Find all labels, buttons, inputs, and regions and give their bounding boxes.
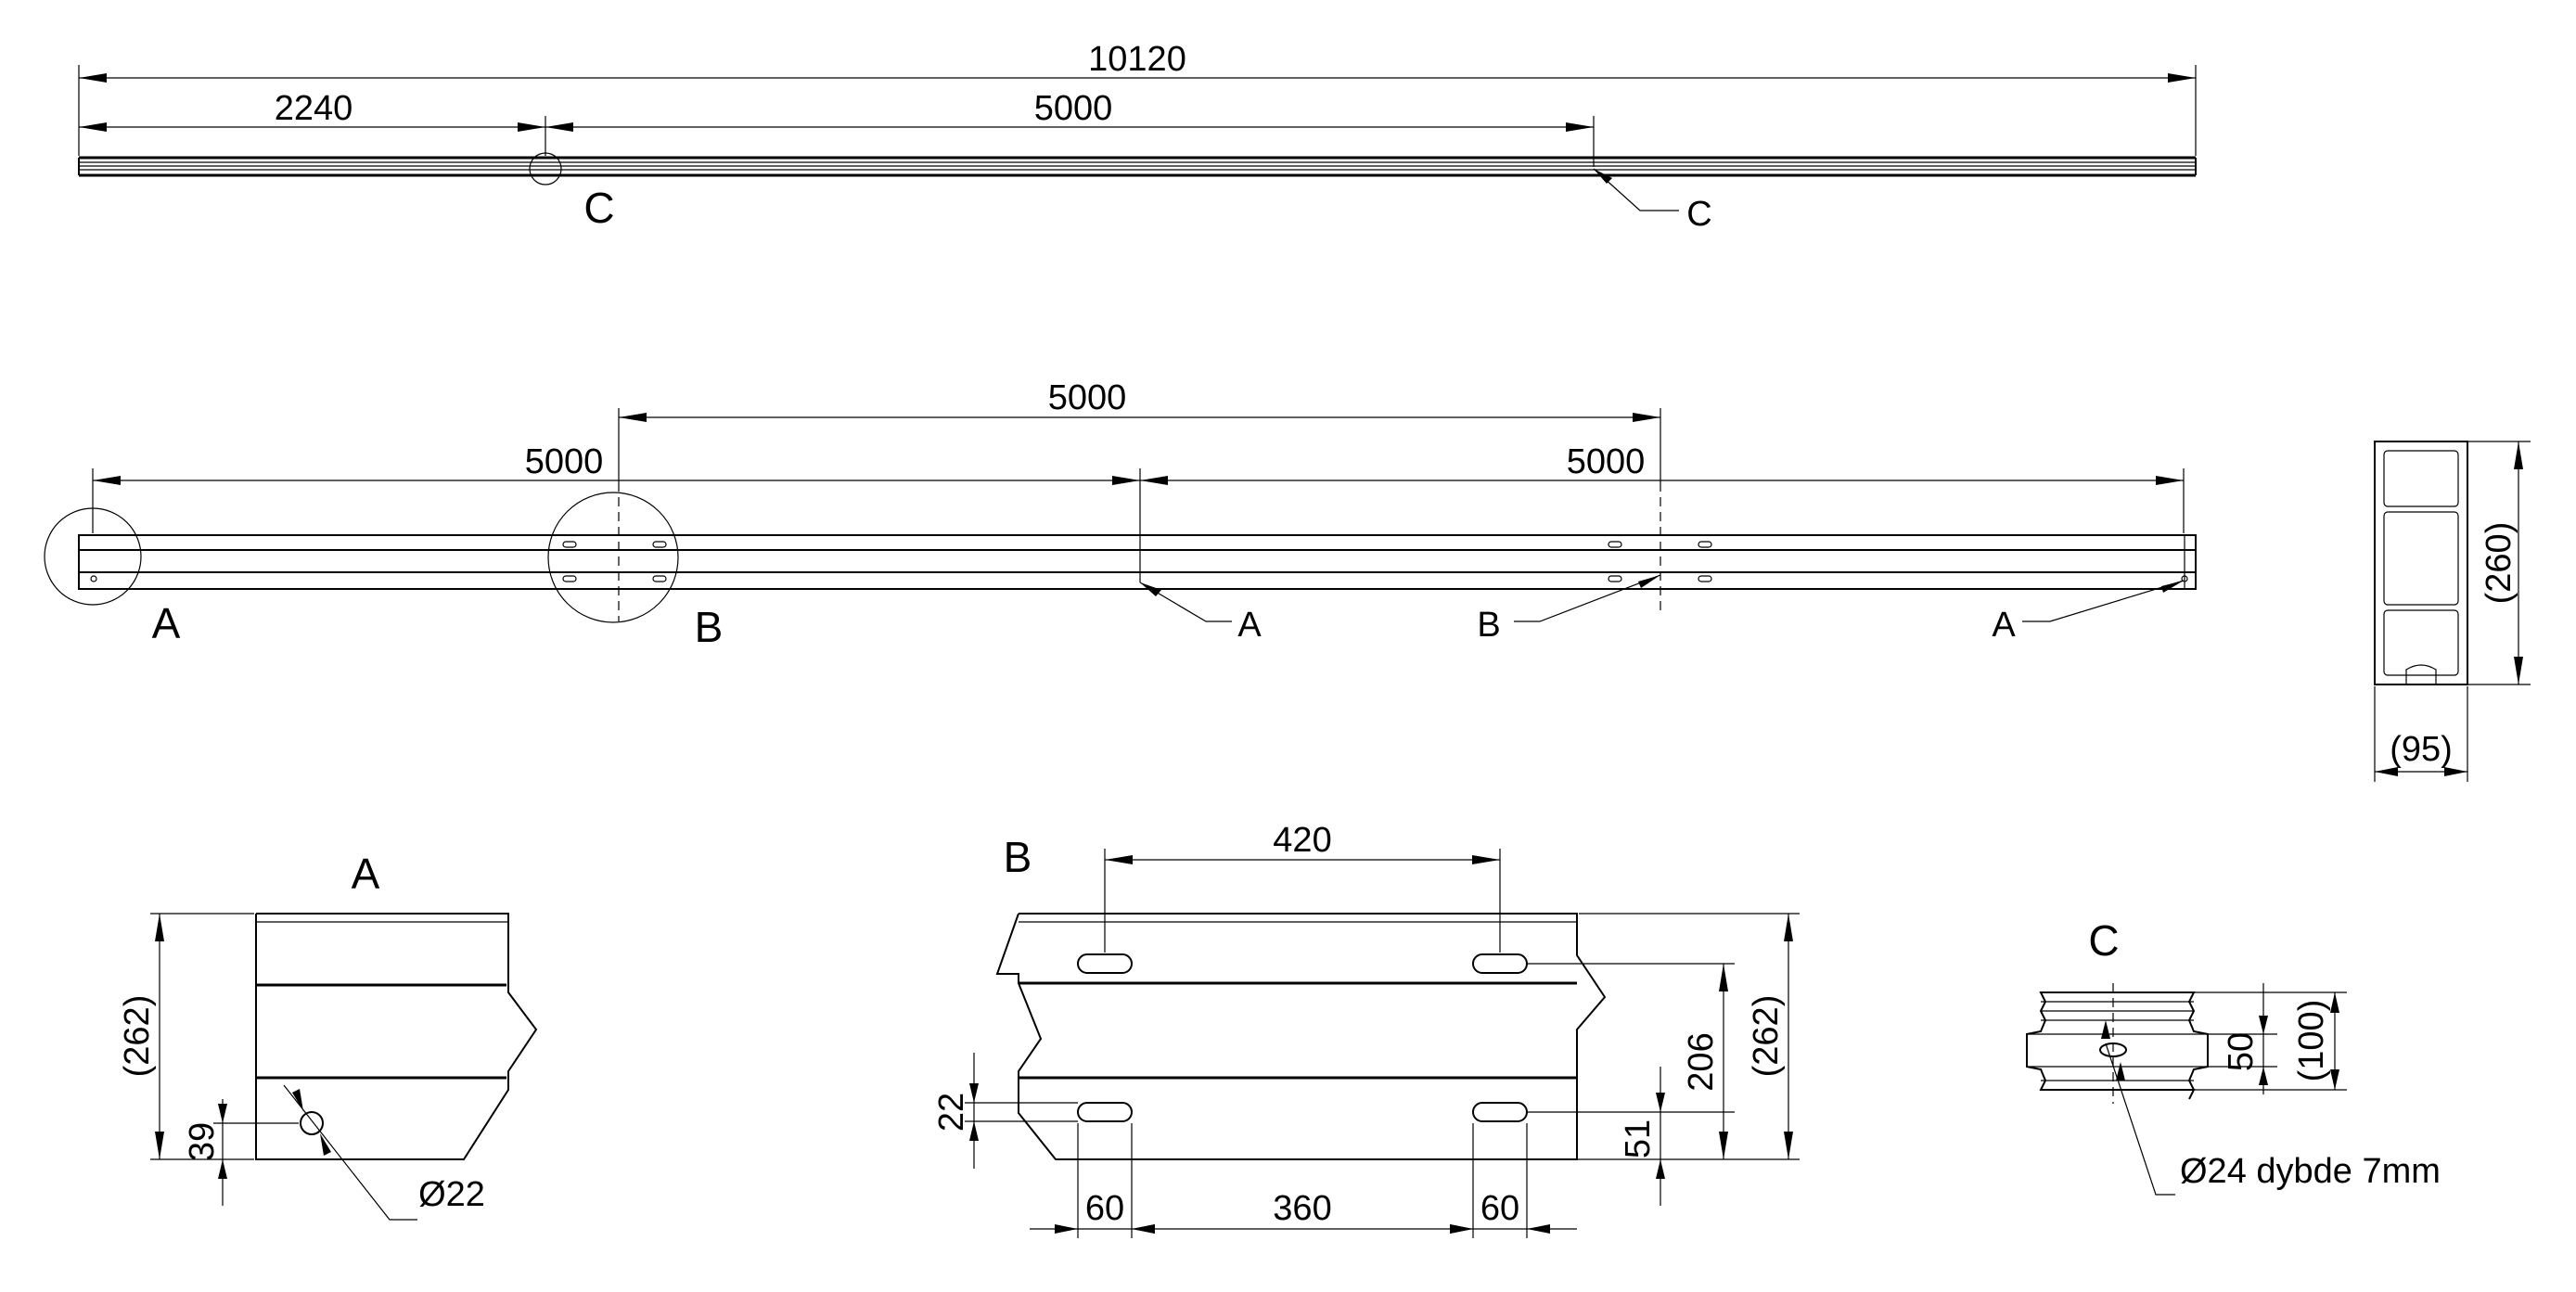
- dim-side-left-text: 5000: [525, 442, 604, 481]
- leader-b: [1514, 574, 1661, 622]
- dim-overall-length: 10120: [79, 40, 2196, 83]
- dim-detail-b-slot-small: 22: [932, 1053, 979, 1169]
- dim-detail-b-slot-len-left: 60: [1085, 1189, 1124, 1228]
- dim-detail-b-slot-height: 206: [1682, 964, 1728, 1159]
- dim-detail-a-hole-pos: 39: [183, 1099, 227, 1206]
- detail-label-b: B: [695, 603, 724, 651]
- dim-side-upper: 5000: [619, 378, 1660, 422]
- dim-side-right: 5000: [1140, 442, 2184, 485]
- dim-detail-b-slot-gap: 360: [1273, 1189, 1331, 1228]
- dim-side-right-text: 5000: [1567, 442, 1646, 481]
- dim-detail-a-height-text: (262): [118, 995, 157, 1078]
- dim-detail-c-inner-text: 50: [2222, 1032, 2261, 1071]
- side-view: A B 5000 5000 5000: [44, 378, 2197, 651]
- dim-detail-c-outer-text: (100): [2292, 1000, 2331, 1082]
- dim-detail-c-inner: 50: [2222, 983, 2268, 1094]
- dim-spacing-text: 5000: [1034, 89, 1113, 128]
- detail-label-c: C: [583, 184, 614, 232]
- detail-c-hole: [2099, 1043, 2127, 1057]
- dim-detail-b-bottom-row: 60 360 60: [1030, 1189, 1577, 1234]
- dim-side-upper-text: 5000: [1048, 378, 1127, 417]
- detail-circle-c: [529, 152, 562, 185]
- dim-side-left: 5000: [93, 442, 1140, 485]
- dim-detail-b-slot-spacing-text: 420: [1273, 821, 1331, 860]
- dim-detail-b-slot-height-text: 206: [1682, 1032, 1721, 1091]
- dim-detail-c-hole-text: Ø24 dybde 7mm: [2180, 1152, 2441, 1191]
- dim-detail-b-bottom: 51: [1619, 1067, 1665, 1206]
- detail-b-slots: [1077, 953, 1528, 1122]
- leader-a-mid: [1139, 582, 1232, 622]
- dim-detail-b-slot-spacing: 420: [1105, 821, 1500, 864]
- dim-spacing: 5000: [545, 89, 1594, 132]
- detail-label-a: A: [152, 599, 181, 647]
- detail-a-title: A: [352, 850, 380, 898]
- leader-c-text: C: [1686, 195, 1711, 234]
- dim-detail-a-hole-text: Ø22: [418, 1175, 485, 1214]
- dim-detail-a-hole-pos-text: 39: [183, 1122, 222, 1161]
- leader-a-end: [2022, 580, 2185, 622]
- dim-detail-b-bottom-text: 51: [1619, 1119, 1658, 1158]
- top-view: 10120 2240 5000 C C: [78, 40, 2197, 234]
- dim-section-width: (95): [2375, 730, 2467, 776]
- leader-b-text: B: [1477, 606, 1500, 645]
- dim-detail-b-slot-small-text: 22: [932, 1093, 971, 1132]
- dim-detail-a-height: (262): [118, 914, 164, 1159]
- dim-overall-text: 10120: [1088, 40, 1186, 79]
- leader-detail-c-hole: [2105, 1043, 2175, 1196]
- detail-b: B 420: [932, 821, 1800, 1238]
- detail-c-title: C: [2088, 916, 2119, 965]
- side-slots: [90, 541, 2188, 582]
- dim-offset-text: 2240: [275, 89, 353, 128]
- dim-offset: 2240: [79, 89, 545, 132]
- dim-detail-b-slot-len-right: 60: [1480, 1189, 1519, 1228]
- dim-detail-b-height-text: (262): [1747, 995, 1786, 1078]
- dim-section-width-text: (95): [2390, 730, 2453, 769]
- detail-circle-b: [547, 492, 679, 623]
- detail-b-title: B: [1004, 833, 1032, 881]
- dim-detail-c-outer: (100): [2292, 992, 2339, 1090]
- leader-a-end-text: A: [1992, 606, 2016, 645]
- dim-section-height: (260): [2480, 441, 2523, 684]
- detail-c: C 50 (100) Ø24 dy: [2026, 916, 2441, 1196]
- detail-a-hole: [300, 1111, 324, 1135]
- leader-detail-a-hole: [283, 1084, 417, 1221]
- leader-a-mid-text: A: [1237, 606, 1262, 645]
- detail-a: A (262) 39 Ø22: [118, 850, 538, 1221]
- dim-section-height-text: (260): [2480, 522, 2518, 605]
- leader-c: [1593, 168, 1679, 211]
- cross-section: (260) (95): [2374, 441, 2531, 782]
- dim-detail-b-height: (262): [1747, 914, 1793, 1159]
